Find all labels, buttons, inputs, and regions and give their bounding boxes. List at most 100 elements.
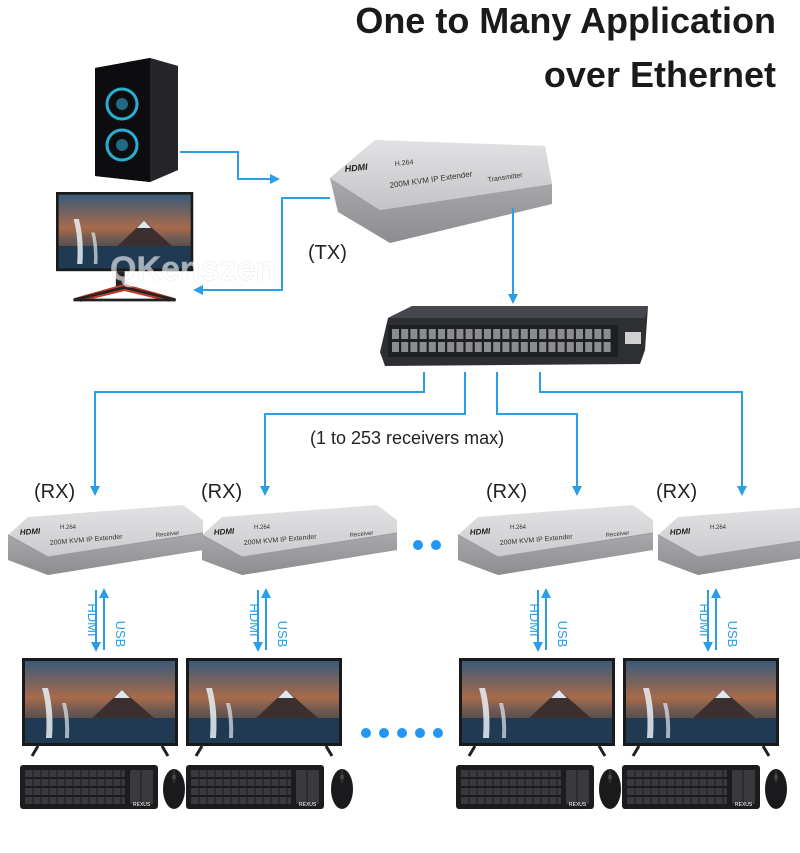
receiver-device-3: HDMI H.264 200M KVM IP Extender Receiver [457, 504, 654, 576]
rx1-role: Receiver [156, 531, 180, 539]
switch-port [410, 329, 418, 339]
switch-port [484, 342, 491, 352]
rx-label-3: (RX) [486, 481, 527, 503]
switch-to-rx3-arrow [496, 372, 582, 496]
switch-port [539, 329, 547, 339]
switch-port [576, 342, 583, 352]
switch-port [594, 329, 602, 339]
source-pc [95, 58, 178, 182]
ellipsis-dot [413, 540, 423, 550]
usb-label: USB [113, 621, 128, 648]
switch-port [438, 329, 445, 339]
hdmi-label: HDMI [247, 603, 262, 636]
switch-port [511, 329, 519, 339]
switch-port [548, 329, 556, 339]
keyboard-badge-3: REXUS [569, 802, 587, 808]
tx-role: Transmitter [487, 172, 523, 184]
switch-port [493, 329, 501, 339]
rx1-brand: HDMI [20, 527, 42, 537]
hdmi-usb-link-4: HDMI USB [697, 588, 740, 652]
switch-to-rx1-arrow [90, 372, 425, 496]
switch-port [465, 329, 473, 339]
switch-port [520, 329, 528, 339]
switch-port [603, 329, 611, 339]
switch-port [557, 342, 565, 352]
keyboard-badge-2: REXUS [299, 802, 317, 808]
hdmi-usb-link-1: HDMI USB [85, 588, 128, 652]
pc-to-tx-arrow [180, 151, 280, 184]
tx-codec: H.264 [394, 159, 413, 168]
mouse-1 [162, 768, 186, 810]
switch-port [401, 329, 409, 339]
keyboard-badge-1: REXUS [133, 802, 151, 808]
switch-port [539, 342, 547, 352]
display-1 [22, 658, 178, 757]
switch-port [456, 342, 464, 352]
switch-port [502, 342, 510, 352]
switch-port [566, 342, 574, 352]
rx3-brand: HDMI [470, 527, 492, 537]
switch-port [447, 329, 455, 339]
switch-port [419, 342, 427, 352]
usb-label: USB [725, 621, 740, 648]
rx2-codec: H.264 [254, 525, 271, 531]
switch-port [447, 342, 455, 352]
switch-port [419, 329, 427, 339]
hdmi-label: HDMI [697, 603, 712, 636]
title-line-2: over Ethernet [544, 54, 776, 95]
switch-port [585, 342, 593, 352]
receiver-device-4: HDMI H.264 [657, 504, 800, 576]
mouse-4 [764, 768, 788, 810]
switch-port [530, 342, 537, 352]
switch-port [548, 342, 556, 352]
display-2 [186, 658, 342, 757]
switch-port [392, 342, 399, 352]
keyboard-badge-4: REXUS [735, 802, 753, 808]
tx-brand: HDMI [344, 162, 368, 174]
transmitter-device: HDMI H.264 200M KVM IP Extender Transmit… [330, 140, 552, 243]
hdmi-label: HDMI [527, 603, 542, 636]
switch-port [428, 342, 436, 352]
switch-port [502, 329, 510, 339]
tx-label: (TX) [308, 242, 347, 264]
hdmi-usb-link-2: HDMI USB [247, 588, 290, 652]
network-switch [380, 306, 648, 366]
local-monitor [56, 192, 194, 302]
switch-port [438, 342, 445, 352]
switch-port [594, 342, 602, 352]
rx2-brand: HDMI [214, 527, 236, 537]
rx-label-1: (RX) [34, 481, 75, 503]
receiver-device-2: HDMI H.264 200M KVM IP Extender Receiver [201, 504, 398, 576]
usb-label: USB [555, 621, 570, 648]
rx4-brand: HDMI [670, 527, 692, 537]
switch-port [566, 329, 574, 339]
rx3-role: Receiver [606, 531, 630, 539]
display-4 [623, 658, 779, 757]
switch-port [474, 329, 482, 339]
switch-port [484, 329, 491, 339]
usb-label: USB [275, 621, 290, 648]
rx2-role: Receiver [350, 531, 374, 539]
rx-label-4: (RX) [656, 481, 697, 503]
rx-label-2: (RX) [201, 481, 242, 503]
display-3 [459, 658, 615, 757]
title-line-1: One to Many Application [355, 0, 776, 41]
mouse-2 [330, 768, 354, 810]
hdmi-label: HDMI [85, 603, 100, 636]
switch-port [465, 342, 473, 352]
switch-port [557, 329, 565, 339]
switch-port [603, 342, 611, 352]
mouse-3 [598, 768, 622, 810]
switch-port [511, 342, 519, 352]
ellipsis-dots-displays [361, 728, 443, 738]
switch-port [474, 342, 482, 352]
connection-arrows [90, 151, 747, 496]
tx-to-monitor-arrow [193, 197, 330, 295]
switch-port [456, 329, 464, 339]
rx4-codec: H.264 [710, 525, 727, 531]
receivers-max-label: (1 to 253 receivers max) [310, 428, 504, 448]
switch-port [576, 329, 583, 339]
switch-port [410, 342, 418, 352]
switch-port [520, 342, 528, 352]
